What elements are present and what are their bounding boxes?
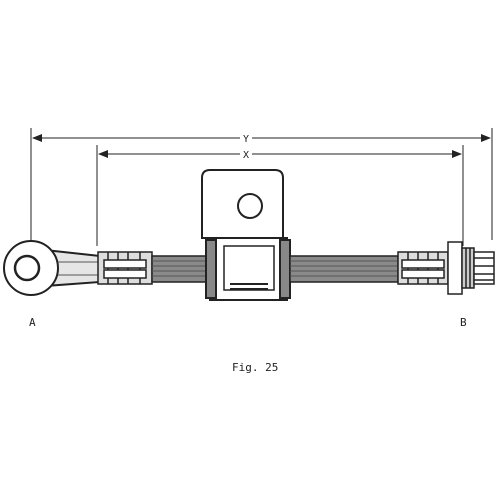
right-crimp-ferrule bbox=[397, 251, 449, 285]
extension-lines bbox=[30, 128, 493, 246]
mounting-bracket bbox=[201, 169, 291, 301]
hose-right-segment bbox=[289, 255, 399, 283]
dimension-x-label: X bbox=[243, 150, 249, 161]
left-crimp-ferrule bbox=[97, 251, 153, 285]
end-b-label: B bbox=[460, 316, 467, 329]
end-a-label: A bbox=[29, 316, 36, 329]
dimension-y: Y bbox=[32, 134, 491, 145]
banjo-eye-fitting bbox=[3, 240, 101, 296]
dimension-x: X bbox=[98, 150, 462, 161]
hose-left-segment bbox=[151, 255, 213, 283]
threaded-end-fitting bbox=[447, 241, 495, 295]
dimension-y-label: Y bbox=[243, 134, 249, 145]
bracket-mounting-hole bbox=[237, 193, 263, 219]
figure-caption: Fig. 25 bbox=[232, 361, 279, 374]
